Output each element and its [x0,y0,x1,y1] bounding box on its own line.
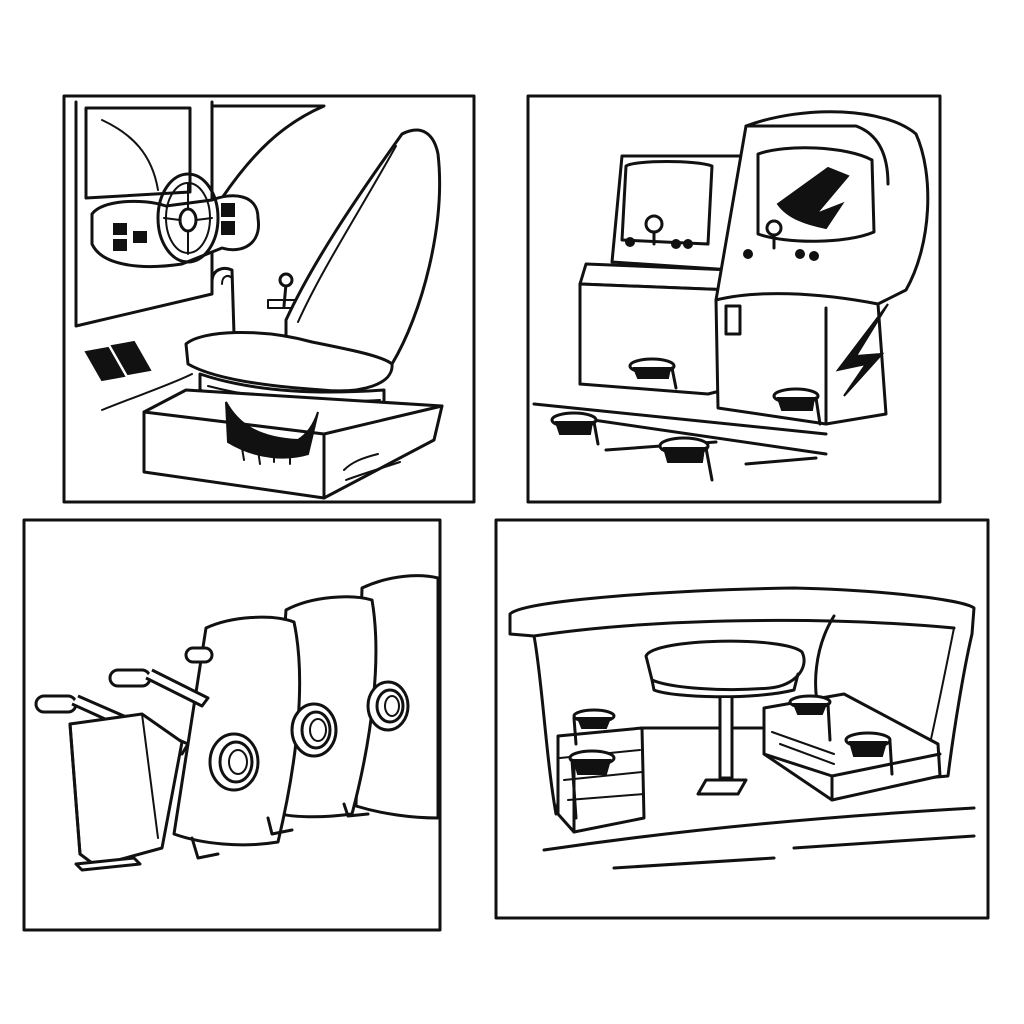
panel-frame [526,94,942,504]
panel-frame [22,518,442,932]
cup-holder-icon [788,694,832,742]
screen [84,106,192,200]
cup-holder-icon [366,680,410,732]
seat-icon [184,128,442,412]
table-icon [644,639,806,796]
cup-holder-icon [772,387,822,426]
theater-seat-icon [22,518,442,932]
arcade-cabinet-right [714,110,930,426]
cup-holder-icon [208,732,260,792]
panel-arcade-cabinets [526,94,942,504]
cup-holder-icon [658,436,714,482]
cup-holder-icon [568,749,616,820]
panel-theater-seating [22,518,442,932]
steering-wheel-icon [156,172,220,264]
cup-holder-icon [628,357,678,390]
cup-holder-icon [550,411,600,446]
panel-frame [62,94,476,504]
wall [74,100,214,328]
arcade-cabinet-icon [526,94,942,504]
racing-seat-icon [62,94,476,504]
coin-door [724,304,742,336]
panel-booth-seating [494,518,990,920]
booth-icon [494,518,990,920]
panel-racing-simulator [62,94,476,504]
cup-holder-icon [290,702,338,758]
side-panel [210,104,326,200]
lightning-bolt-icon [835,303,889,397]
cup-holder-icon [844,731,894,776]
folded-seat [68,712,184,868]
panel-frame [494,518,990,920]
cup-holder-icon [572,708,616,746]
seat-platform [142,388,444,500]
pedals-icon [84,340,152,382]
